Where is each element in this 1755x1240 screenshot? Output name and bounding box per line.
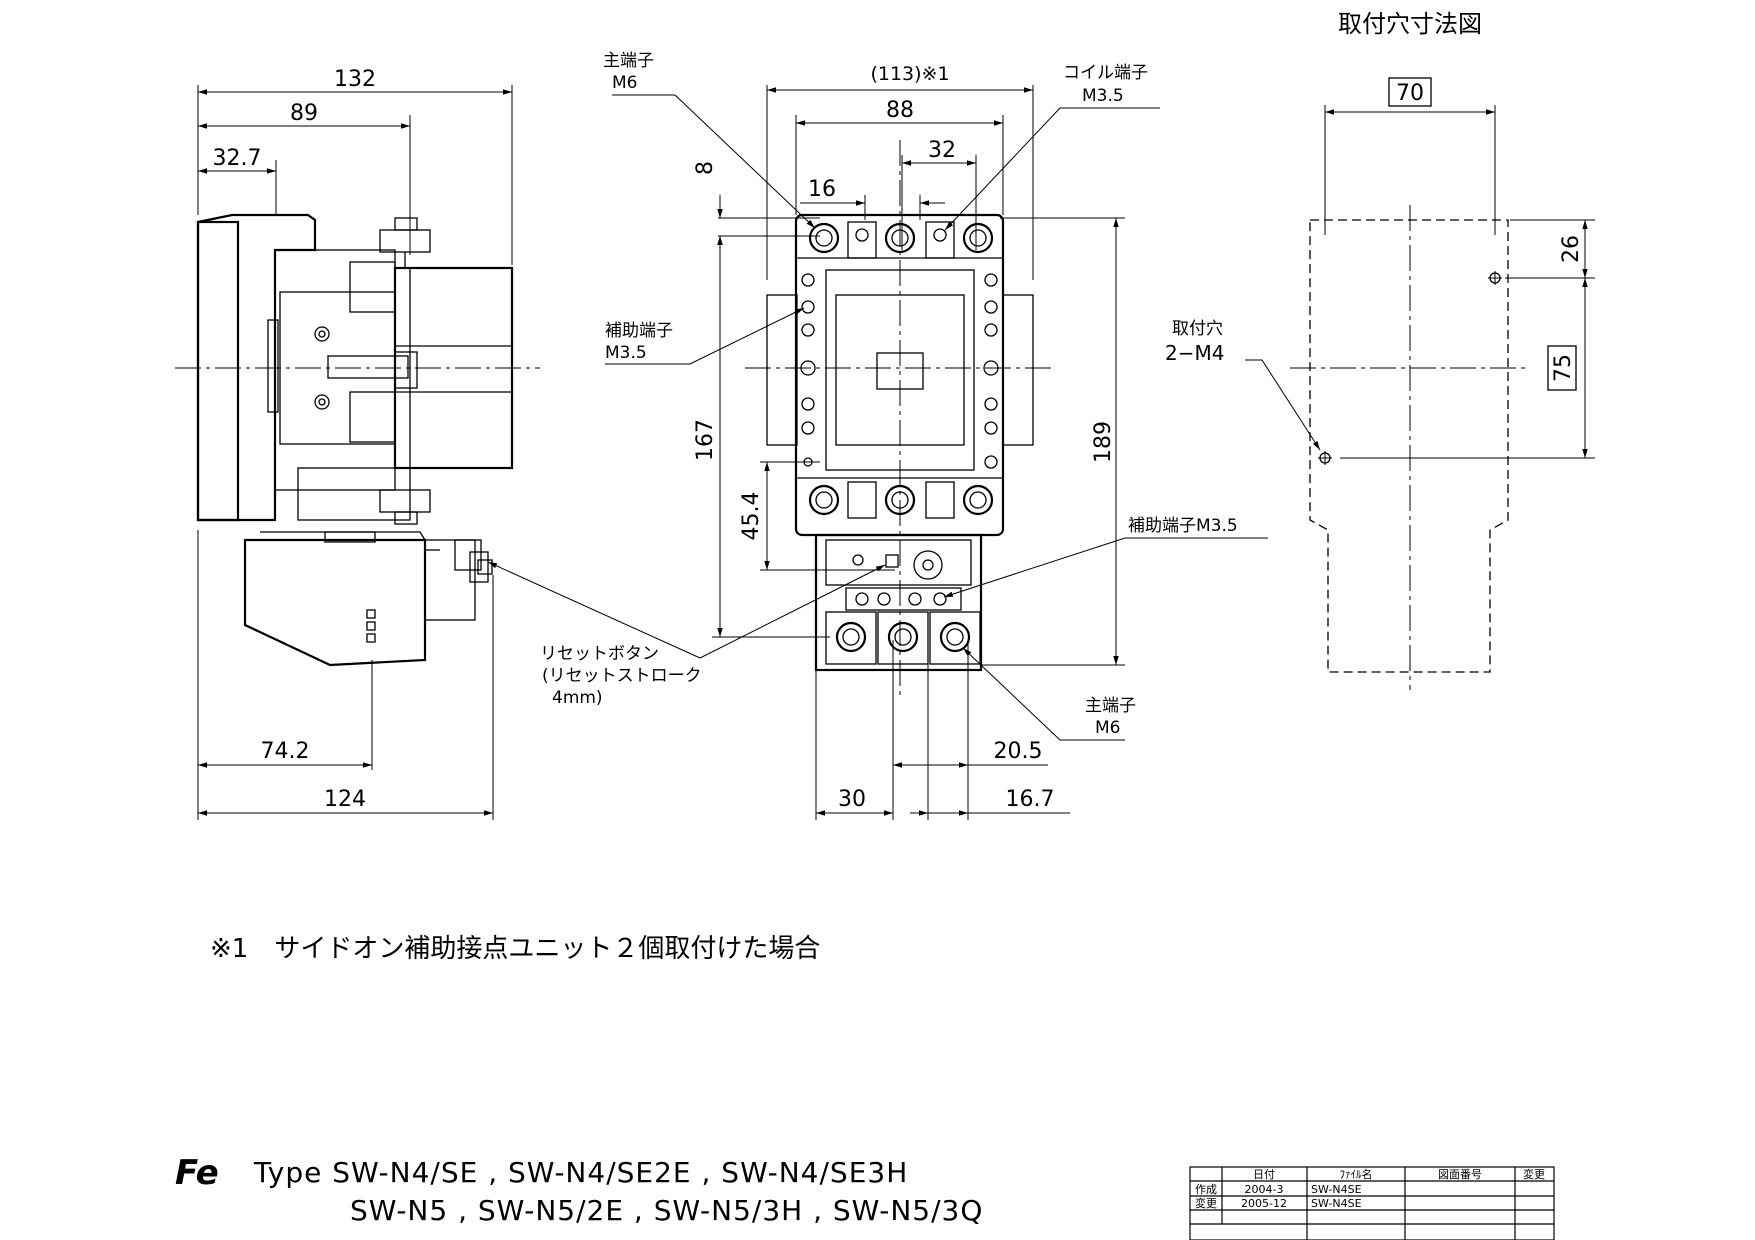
tb-row-label-changed: 変更 bbox=[1195, 1196, 1217, 1210]
side-view: 132 89 32.7 bbox=[175, 67, 540, 820]
tb-row-date-changed: 2005-12 bbox=[1241, 1197, 1287, 1210]
tb-header-revision: 変更 bbox=[1523, 1167, 1545, 1181]
tb-row-file-changed: SW-N4SE bbox=[1311, 1197, 1362, 1210]
dim-89: 89 bbox=[290, 101, 318, 126]
dim-124: 124 bbox=[324, 787, 366, 812]
dim-16: 16 bbox=[808, 177, 836, 202]
front-view: (113)※1 88 32 16 8 167 189 45. bbox=[487, 51, 1268, 820]
dim-45-4: 45.4 bbox=[739, 492, 764, 541]
label-aux-terminal-size: M3.5 bbox=[605, 343, 647, 363]
tb-row-file-created: SW-N4SE bbox=[1311, 1183, 1362, 1196]
mounting-hole-label: 取付穴 bbox=[1172, 319, 1223, 339]
label-reset-stroke-mm: 4mm) bbox=[552, 688, 603, 708]
mounting-hole-spec: 2−M4 bbox=[1165, 341, 1224, 365]
tb-header-file: ﾌｧｲﾙ名 bbox=[1340, 1167, 1373, 1181]
label-coil-terminal-size: M3.5 bbox=[1082, 86, 1124, 106]
dim-32-7: 32.7 bbox=[213, 146, 262, 171]
mounting-title: 取付穴寸法図 bbox=[1338, 10, 1482, 38]
dim-132: 132 bbox=[334, 67, 376, 92]
label-aux-terminal: 補助端子 bbox=[605, 321, 673, 341]
dim-167: 167 bbox=[693, 419, 718, 461]
label-main-terminal-top-size: M6 bbox=[612, 73, 637, 93]
dim-189: 189 bbox=[1091, 421, 1116, 463]
dim-32: 32 bbox=[928, 138, 956, 163]
mounting-hole-drawing: 取付穴寸法図 70 26 75 取付穴 2−M4 bbox=[1165, 10, 1595, 690]
type-line-1: Type SW-N4/SE , SW-N4/SE2E , SW-N4/SE3H bbox=[253, 1156, 908, 1189]
dim-26: 26 bbox=[1559, 235, 1584, 263]
dim-8: 8 bbox=[693, 161, 718, 175]
type-line-2: SW-N5 , SW-N5/2E , SW-N5/3H , SW-N5/3Q bbox=[350, 1194, 983, 1227]
label-coil-terminal: コイル端子 bbox=[1063, 63, 1148, 83]
tb-row-label-created: 作成 bbox=[1195, 1183, 1217, 1196]
tb-header-date: 日付 bbox=[1253, 1168, 1275, 1181]
dim-70: 70 bbox=[1396, 81, 1424, 106]
label-reset-button: リセットボタン bbox=[540, 644, 659, 664]
dim-30: 30 bbox=[838, 787, 866, 812]
title-block: 日付 ﾌｧｲﾙ名 図面番号 変更 作成 2004-3 SW-N4SE 変更 20… bbox=[1189, 1166, 1555, 1240]
brand-logo: Fe bbox=[175, 1153, 219, 1193]
tb-row-date-created: 2004-3 bbox=[1245, 1183, 1284, 1196]
dim-74-2: 74.2 bbox=[261, 739, 310, 764]
type-designation: Fe Type SW-N4/SE , SW-N4/SE2E , SW-N4/SE… bbox=[175, 1153, 983, 1227]
footnote: ※1 サイドオン補助接点ユニット２個取付けた場合 bbox=[210, 934, 820, 964]
label-aux-terminal-2: 補助端子M3.5 bbox=[1128, 516, 1238, 536]
dim-88: 88 bbox=[886, 98, 914, 123]
label-main-terminal-bottom: 主端子 bbox=[1085, 696, 1136, 716]
dim-75: 75 bbox=[1551, 354, 1576, 382]
label-main-terminal-bottom-size: M6 bbox=[1095, 718, 1120, 738]
label-reset-stroke: (リセットストローク bbox=[542, 666, 702, 686]
dim-16-7: 16.7 bbox=[1006, 787, 1055, 812]
label-main-terminal-top: 主端子 bbox=[603, 51, 654, 71]
tb-header-drawing-no: 図面番号 bbox=[1438, 1168, 1482, 1181]
dim-113-note: (113)※1 bbox=[870, 63, 949, 85]
dim-20-5: 20.5 bbox=[994, 739, 1043, 764]
